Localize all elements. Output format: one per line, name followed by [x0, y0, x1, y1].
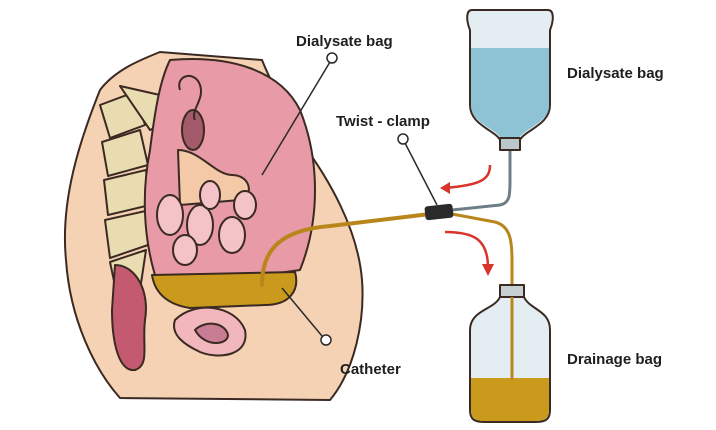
label-twist-clamp: Twist - clamp — [336, 113, 430, 130]
intestines — [156, 75, 257, 266]
outflow-arrow — [444, 230, 490, 269]
label-dialysate-bag-supply: Dialysate bag — [567, 65, 664, 82]
label-dialysate-bag-body: Dialysate bag — [296, 33, 393, 50]
rectum — [111, 264, 147, 372]
label-drainage-bag: Drainage bag — [567, 351, 662, 368]
twist-clamp[interactable] — [424, 203, 454, 221]
body-cross-section — [63, 51, 364, 401]
drain-tube — [451, 212, 514, 295]
catheter-tube — [260, 212, 432, 287]
dialysate-supply-bag — [466, 9, 554, 151]
flow-arrows — [440, 164, 494, 276]
callouts — [261, 52, 438, 346]
fluid-pool — [151, 271, 298, 309]
label-catheter: Catheter — [340, 361, 401, 378]
drainage-bag — [469, 284, 551, 423]
inflow-arrow — [444, 164, 492, 190]
supply-tube — [451, 150, 512, 212]
